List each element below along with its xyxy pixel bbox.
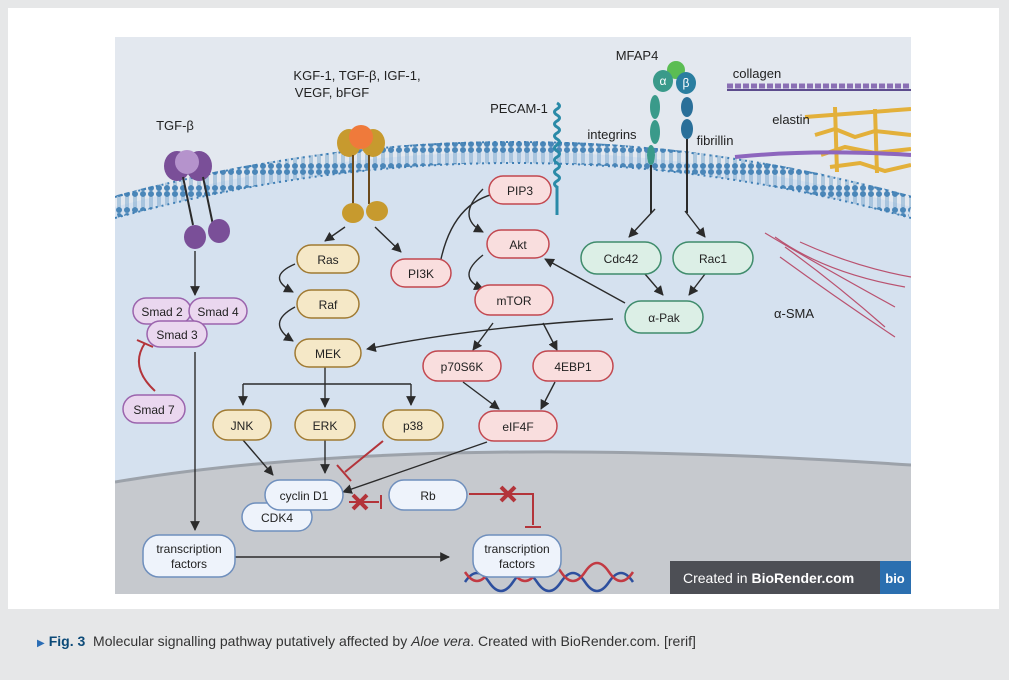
beta-label: β (683, 76, 690, 90)
node-raf: Raf (296, 289, 360, 319)
node-smad7: Smad 7 (122, 394, 186, 424)
svg-text:ERK: ERK (313, 419, 338, 433)
caption-italic: Aloe vera (411, 633, 471, 649)
node-akt: Akt (486, 229, 550, 259)
node-transcription-factors-right: transcription factors (472, 534, 562, 578)
node-rac1: Rac1 (672, 241, 754, 275)
node-mtor: mTOR (474, 284, 554, 316)
node-eif4f: eIF4F (478, 410, 558, 442)
elastin-label: elastin (772, 112, 810, 127)
figure-caption: ▶Fig. 3 Molecular signalling pathway put… (8, 617, 999, 669)
svg-text:factors: factors (171, 557, 207, 571)
svg-text:PI3K: PI3K (408, 267, 434, 281)
node-p38: p38 (382, 409, 444, 441)
node-p70s6k: p70S6K (422, 350, 502, 382)
svg-text:MEK: MEK (315, 347, 341, 361)
node-cdc42: Cdc42 (580, 241, 662, 275)
svg-text:Smad 3: Smad 3 (156, 328, 198, 342)
svg-text:Ras: Ras (317, 253, 338, 267)
svg-text:α-Pak: α-Pak (648, 311, 681, 325)
svg-text:PIP3: PIP3 (507, 184, 533, 198)
tgfb-receptor (164, 150, 230, 249)
node-ras: Ras (296, 244, 360, 274)
collagen-fiber (727, 83, 911, 91)
pecam-label: PECAM-1 (490, 101, 548, 116)
svg-text:CDK4: CDK4 (261, 511, 293, 525)
svg-text:cyclin D1: cyclin D1 (280, 489, 329, 503)
svg-text:p70S6K: p70S6K (441, 360, 484, 374)
node-mek: MEK (294, 338, 362, 368)
svg-text:Smad 4: Smad 4 (197, 305, 239, 319)
cell-membrane (115, 141, 911, 218)
node-cyclin-d1: cyclin D1 (264, 479, 344, 511)
svg-text:transcription: transcription (156, 542, 221, 556)
node-4ebp1: 4EBP1 (532, 350, 614, 382)
alpha-label: α (660, 74, 667, 88)
tgfb-label: TGF-β (156, 118, 194, 133)
biorender-logo: bio (885, 571, 905, 586)
svg-text:Cdc42: Cdc42 (604, 252, 639, 266)
caption-fig-label: Fig. 3 (48, 633, 86, 649)
node-smad4: Smad 4 (188, 297, 248, 325)
svg-text:transcription: transcription (484, 542, 549, 556)
node-rb: Rb (388, 479, 468, 511)
asma-label: α-SMA (774, 306, 814, 321)
svg-text:eIF4F: eIF4F (502, 420, 533, 434)
node-smad3: Smad 3 (146, 320, 208, 348)
growth-factor-receptor (337, 125, 388, 223)
watermark-brand: BioRender.com (751, 570, 854, 586)
svg-text:Raf: Raf (319, 298, 338, 312)
watermark-prefix: Created in (683, 570, 751, 586)
growth-factors-label-line2: VEGF, bFGF (295, 85, 369, 100)
node-pip3: PIP3 (488, 175, 552, 205)
growth-factors-label-line1: KGF-1, TGF-β, IGF-1, (293, 68, 420, 83)
caption-triangle-icon: ▶ (37, 638, 45, 649)
node-jnk: JNK (212, 409, 272, 441)
alpha-sma-fibers (764, 232, 911, 338)
svg-text:Rac1: Rac1 (699, 252, 727, 266)
caption-text-after: . Created with BioRender.com. [rerif] (470, 633, 696, 649)
elastin-purple-fiber (734, 150, 911, 159)
svg-text:JNK: JNK (231, 419, 254, 433)
biorender-watermark[interactable]: Created in BioRender.com bio (670, 561, 911, 594)
svg-text:4EBP1: 4EBP1 (554, 360, 592, 374)
integrins-label: integrins (587, 127, 637, 142)
node-erk: ERK (294, 409, 356, 441)
fibrillin-label: fibrillin (697, 133, 734, 148)
inhibition-lines (136, 339, 541, 528)
svg-text:Akt: Akt (509, 238, 527, 252)
membrane-inner-line (115, 162, 911, 219)
mfap4-label: MFAP4 (616, 48, 659, 63)
nuclear-envelope (115, 450, 911, 484)
svg-text:mTOR: mTOR (496, 294, 531, 308)
integrin-receptor: α β (647, 61, 696, 213)
svg-text:Smad 2: Smad 2 (141, 305, 183, 319)
svg-text:Created in BioRender.com: Created in BioRender.com (683, 570, 854, 586)
arrows (190, 188, 706, 562)
caption-text-before: Molecular signalling pathway putatively … (93, 633, 412, 649)
block-x-marks (351, 485, 517, 511)
node-pi3k: PI3K (390, 258, 452, 288)
pecam-receptor (553, 101, 561, 215)
collagen-label: collagen (733, 66, 781, 81)
membrane-outer-line (115, 141, 911, 198)
node-transcription-factors-left: transcription factors (142, 534, 236, 578)
figure-frame: TGF-β KGF-1, TGF-β, IGF-1, VEGF, bFGF PE… (8, 8, 999, 609)
svg-text:Rb: Rb (420, 489, 436, 503)
node-smad2: Smad 2 (132, 297, 192, 325)
node-alpha-pak: α-Pak (624, 300, 704, 334)
pathway-diagram: TGF-β KGF-1, TGF-β, IGF-1, VEGF, bFGF PE… (115, 37, 911, 594)
svg-text:Smad 7: Smad 7 (133, 403, 175, 417)
svg-text:factors: factors (499, 557, 535, 571)
svg-text:p38: p38 (403, 419, 423, 433)
